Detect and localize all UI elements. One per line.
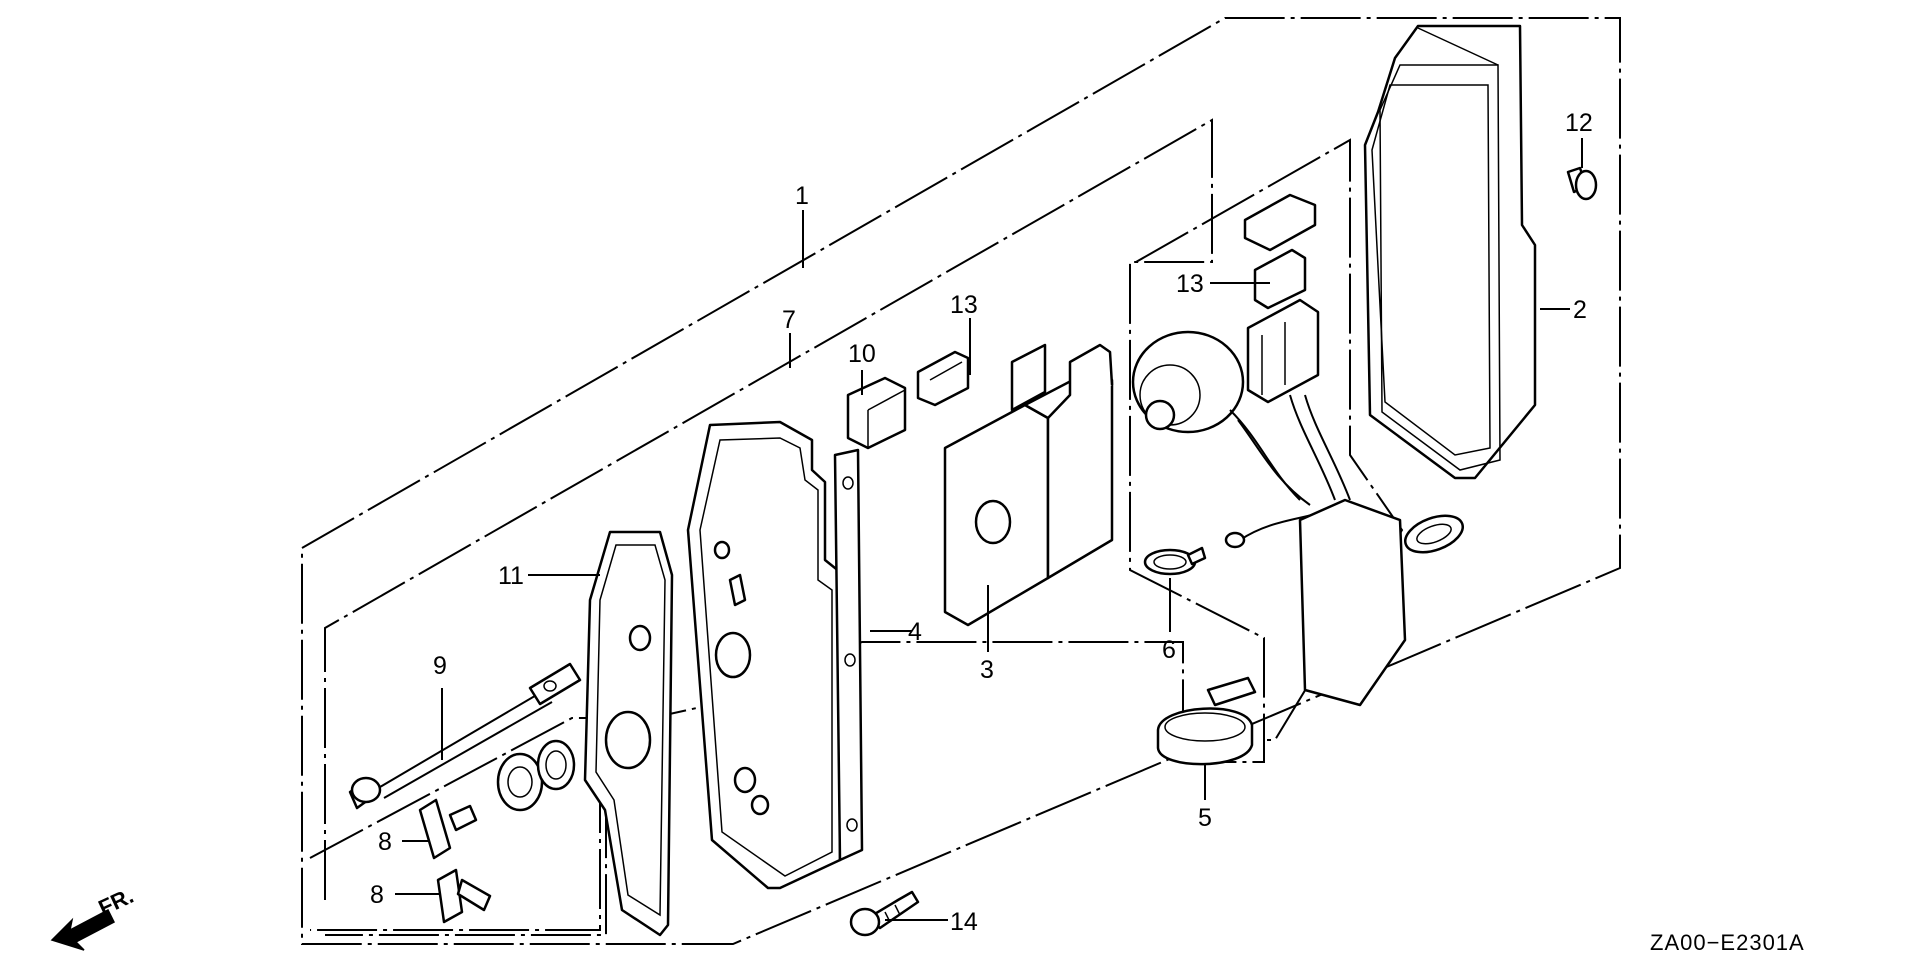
front-direction-arrow-icon [50, 908, 115, 951]
label-part-6: 6 [1162, 636, 1176, 664]
part-3-bracket [943, 343, 1114, 627]
part-11-label-plate [583, 530, 674, 937]
label-part-10: 10 [848, 340, 876, 368]
part-13-fuse-left [916, 350, 970, 407]
label-part-3: 3 [980, 656, 994, 684]
label-part-13b: 13 [1176, 270, 1204, 298]
part-8-key-lower [436, 868, 492, 924]
label-part-13a: 13 [950, 291, 978, 319]
label-part-5: 5 [1198, 804, 1212, 832]
lock-nut [496, 752, 544, 812]
label-part-8b: 8 [370, 881, 384, 909]
part-14-bolt [849, 890, 920, 937]
diagram-code: ZA00−E2301A [1650, 930, 1805, 955]
socket-harness [1131, 330, 1407, 707]
label-part-7: 7 [782, 306, 796, 334]
label-part-9: 9 [433, 652, 447, 680]
connector-block [1246, 298, 1320, 404]
part-4-panel [686, 420, 842, 890]
part-5-band [1156, 676, 1257, 766]
part-12-screw [1566, 166, 1598, 201]
fuse-cap [1243, 193, 1317, 252]
part-8-key-upper [418, 798, 478, 860]
label-part-14: 14 [950, 908, 978, 936]
grommet [1404, 514, 1464, 554]
washer [536, 739, 576, 791]
label-part-11: 11 [498, 562, 524, 590]
label-part-2: 2 [1573, 296, 1587, 324]
part-2-rear-case [1363, 24, 1537, 480]
part-13-fuse-right [1253, 248, 1307, 310]
label-part-1: 1 [795, 182, 809, 210]
part-9-harness [348, 662, 582, 810]
part-10-fuse-block [846, 376, 907, 450]
label-part-8a: 8 [378, 828, 392, 856]
part-4-gasket [833, 448, 864, 862]
assembly-1-outline [301, 17, 1621, 945]
label-part-4: 4 [908, 618, 922, 646]
subassembly-box [1135, 138, 1404, 741]
label-part-12: 12 [1565, 109, 1593, 137]
part-6-band [1143, 546, 1207, 576]
